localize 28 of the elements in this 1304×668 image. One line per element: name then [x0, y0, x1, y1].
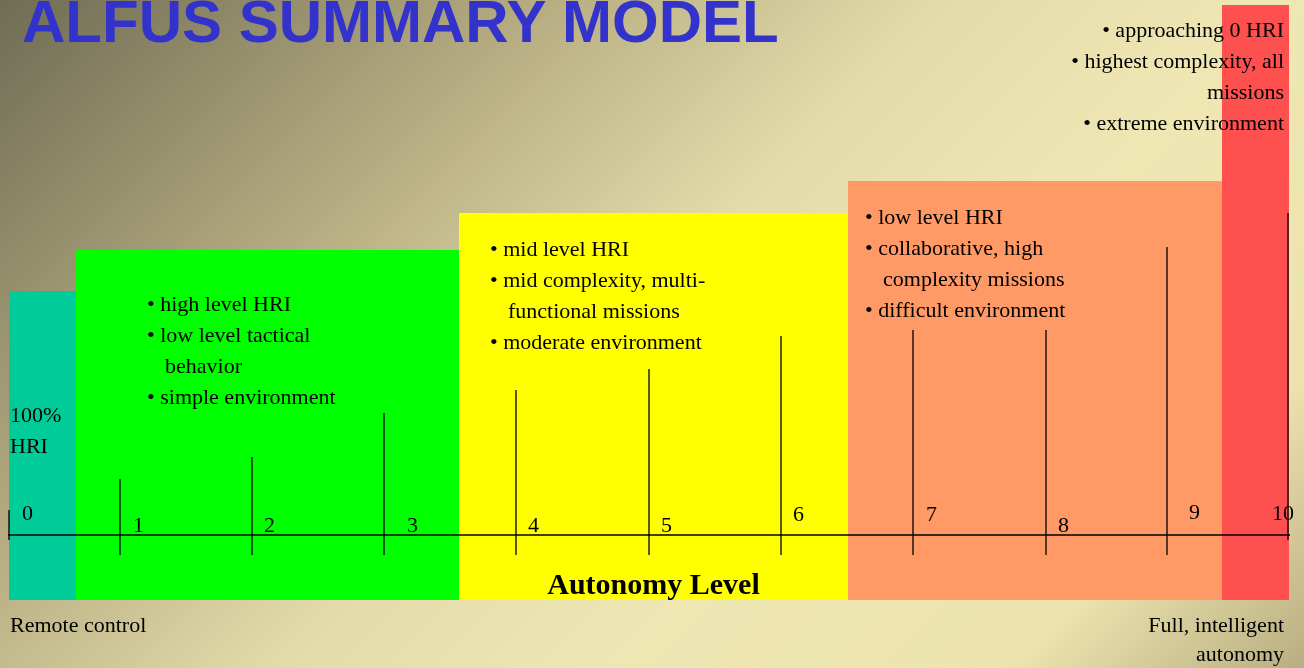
bullet-item: • collaborative, high complexity missions: [865, 234, 1066, 293]
bullet-item: • mid level HRI: [490, 235, 631, 263]
tick-label: 9: [1189, 499, 1200, 525]
autonomy-band: [848, 181, 1222, 600]
tick-label: 0: [22, 500, 33, 526]
autonomy-band: [9, 291, 76, 600]
axis-title: Autonomy Level: [546, 566, 761, 602]
tick-label: 3: [407, 512, 418, 538]
bullet-item: • low level tactical behavior: [147, 321, 312, 380]
tick-label: 5: [661, 512, 672, 538]
tick-label: 6: [793, 501, 804, 527]
bullet-item: • moderate environment: [490, 328, 703, 356]
tick-label: 2: [264, 512, 275, 538]
tick-label: 4: [528, 512, 539, 538]
bullet-item: • low level HRI: [865, 203, 1004, 231]
autonomy-band: [459, 213, 848, 600]
band-text: 100% HRI: [10, 401, 63, 460]
scale-end-label: Full, intelligent autonomy: [1147, 611, 1284, 668]
scale-end-label: Remote control: [10, 611, 147, 639]
bullet-item: • mid complexity, multi-functional missions: [490, 266, 707, 325]
tick-label: 1: [133, 512, 144, 538]
slide-title: ALFUS SUMMARY MODEL: [22, 0, 779, 57]
tick-label: 7: [926, 501, 937, 527]
tick-label: 8: [1058, 512, 1069, 538]
autonomy-band: [76, 250, 459, 600]
bullet-item: • high level HRI: [147, 290, 292, 318]
bullet-item: • simple environment: [147, 383, 337, 411]
bullet-item: • difficult environment: [865, 296, 1067, 324]
